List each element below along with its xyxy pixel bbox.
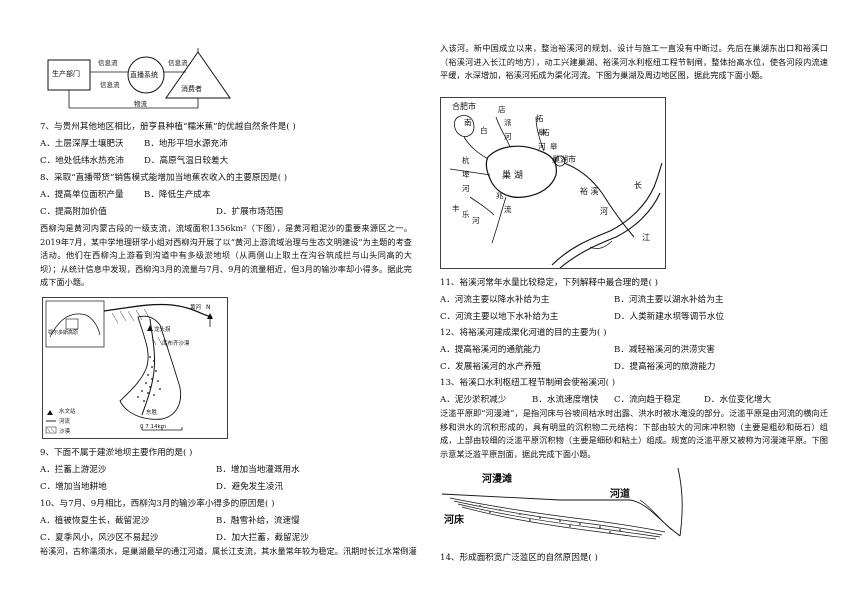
map2-place-12: 丰 (452, 204, 460, 213)
yuxi-label: 裕 溪 (580, 187, 599, 196)
jiang-label: 江 (642, 233, 650, 242)
q7-option-d[interactable]: D．高原气温日较差大 (144, 156, 229, 166)
map2-place-11: 河 (462, 184, 470, 193)
q13-option-c[interactable]: C．流向趋于稳定 (614, 395, 681, 405)
q10-option-a[interactable]: A．植被恢复生长，截留泥沙 (40, 516, 150, 526)
q12-option-b[interactable]: B．减轻裕溪河的洪涝灾害 (614, 345, 715, 355)
info-flow-label-2: 信息流 (168, 59, 188, 67)
scale-label: 0 7 14km (140, 424, 167, 430)
q8-option-d[interactable]: D．扩展市场范围 (216, 207, 284, 217)
map2-place-4: 南 (464, 118, 472, 127)
q7-stem: 7、与贵州其他地区相比，册亨县种植“糯米蕉”的优越自然条件是( ) (40, 122, 296, 132)
station-name-label: 龙头拐 (154, 327, 171, 333)
q8-option-c[interactable]: C．提高附加价值 (40, 207, 107, 217)
q14-stem: 14、形成面积宽广泛滥区的自然原因是( ) (440, 553, 598, 563)
map2-place-3: 河 (538, 142, 546, 151)
q7-option-a[interactable]: A．土层深厚土壤肥沃 (40, 139, 124, 149)
channel-label: 河道 (610, 489, 630, 500)
chang-label: 长 (634, 181, 642, 190)
q10-stem: 10、与7月、9月相比，西柳沟3月的输沙率小得多的原因是( ) (40, 499, 275, 509)
map2-place-10: 埠 (462, 170, 470, 179)
map2-place-7: 派 (504, 118, 512, 127)
q12-option-d[interactable]: D．提高裕溪河的旅游能力 (614, 362, 716, 372)
map2-place-17: 皋 (550, 142, 558, 151)
q7-option-b[interactable]: B．地形平坦水源充沛 (144, 139, 228, 149)
goods-flow-label: 物流 (134, 100, 147, 108)
q9-option-a[interactable]: A．拦蓄上游泥沙 (40, 465, 107, 475)
legend-river-label: 河流 (59, 419, 71, 425)
chaohu-city-label: 巢湖市 (552, 155, 576, 164)
q12-option-a[interactable]: A．提高裕溪河的通航能力 (440, 345, 541, 355)
q11-stem: 11、裕溪河常年水量比较稳定，下列解释中最合理的是( ) (440, 278, 659, 288)
xiliugou-map (42, 297, 228, 439)
inset-label: 鄂尔多斯高原 (48, 330, 79, 336)
q9-stem: 9、下面不属于建淤地坝主要作用的是( ) (40, 448, 193, 458)
q8-option-b[interactable]: B．降低生产成本 (144, 190, 211, 200)
info-flow-label-3: 信息流 (100, 81, 120, 89)
north-label: N (206, 304, 211, 311)
flow-diagram (47, 48, 231, 109)
yellow-river-label: 黄河 (190, 305, 202, 311)
q13-option-d[interactable]: D．水位变化增大 (704, 395, 772, 405)
q11-option-b[interactable]: B．河流主要以湖水补给为主 (614, 295, 724, 305)
q13-stem: 13、裕溪口水利枢纽工程节制闸会使裕溪河( ) (440, 378, 616, 388)
floodplain-profile (441, 467, 683, 540)
lake-label: 巢 湖 (502, 171, 523, 181)
map2-place-9: 杭 (462, 156, 470, 165)
q13-option-a[interactable]: A．泥沙淤积减少 (440, 395, 507, 405)
map2-place-6: 白 (480, 126, 488, 135)
q8-stem: 8、采取“直播带货”销售模式能增加当地蕉农收入的主要原因是( ) (40, 173, 288, 183)
legend-station-label: 水文站 (59, 409, 76, 415)
map2-place-1: 拓 (536, 114, 544, 123)
passage-floodplain: 泛滥平原即“河漫滩”，是指河床与谷坡间枯水时出露、洪水时被水淹没的部分。泛滥平原… (440, 408, 828, 459)
map2-place-16: 柘 (542, 128, 550, 137)
q9-option-d[interactable]: D．避免发生凌汛 (216, 482, 284, 492)
map2-place-15: 流 (504, 205, 512, 214)
consumer-label: 消费者 (181, 85, 202, 93)
map2-place-0: 店 (498, 105, 506, 114)
desert-name-label: 库布齐沙漠 (162, 341, 190, 347)
passage-yuxi-start: 裕溪河，古称濡须水，是巢湖最早的通江河道，属长江支流，其水量常年较为稳定。汛期时… (40, 546, 417, 556)
producer-box-label: 生产部门 (52, 70, 80, 78)
riverbed-label: 河床 (444, 515, 464, 526)
info-flow-label-1: 信息流 (98, 59, 118, 67)
q13-option-b[interactable]: B．水流速度增快 (532, 395, 599, 405)
q7-option-c[interactable]: C．地处低纬水热充沛 (40, 156, 124, 166)
q12-stem: 12、将裕溪河建成渠化河道的目的主要为( ) (440, 328, 607, 338)
q9-option-b[interactable]: B．增加当地灌溉用水 (216, 465, 300, 475)
q11-option-a[interactable]: A．河流主要以降水补给为主 (440, 295, 550, 305)
hefei-label: 合肥市 (452, 102, 476, 111)
chaohu-map (440, 97, 666, 269)
q11-option-d[interactable]: D．人类新建水坝等调节水位 (614, 312, 725, 322)
q11-option-c[interactable]: C．河流主要以地下水补给为主 (440, 312, 559, 322)
q8-option-a[interactable]: A．提高单位面积产量 (40, 190, 124, 200)
legend-desert-label: 沙漠 (59, 429, 71, 435)
map2-place-8: 河 (504, 132, 512, 141)
passage-xiliugou: 西柳沟是黄河内蒙古段的一级支流，流域面积1356km²（下图），是黄河粗泥沙的重… (40, 223, 412, 287)
passage-yuxi-continued: 入该河。新中国成立以来，整治裕溪河的规划、设计与施工一直没有中断过。先后在巢湖东… (440, 43, 828, 80)
q9-option-c[interactable]: C．增加当地耕地 (40, 482, 107, 492)
map2-place-14: 河 (472, 216, 480, 225)
map2-place-2: 皋 (538, 128, 546, 137)
city-label: 东胜 (146, 410, 158, 416)
live-system-label: 直播系统 (130, 71, 158, 79)
q10-option-b[interactable]: B．融雪补给，流速慢 (216, 516, 300, 526)
map2-place-13: 乐 (462, 210, 470, 219)
q10-option-c[interactable]: C．夏季风小，风沙区不易起沙 (40, 533, 159, 543)
q10-option-d[interactable]: D．加大拦蓄，截留泥沙 (216, 533, 309, 543)
map2-place-5: 兆 (496, 191, 504, 200)
yuxi-river-char: 河 (600, 207, 608, 216)
q12-option-c[interactable]: C．发展裕溪河的水产养殖 (440, 362, 542, 372)
floodplain-label: 河漫滩 (482, 474, 512, 485)
